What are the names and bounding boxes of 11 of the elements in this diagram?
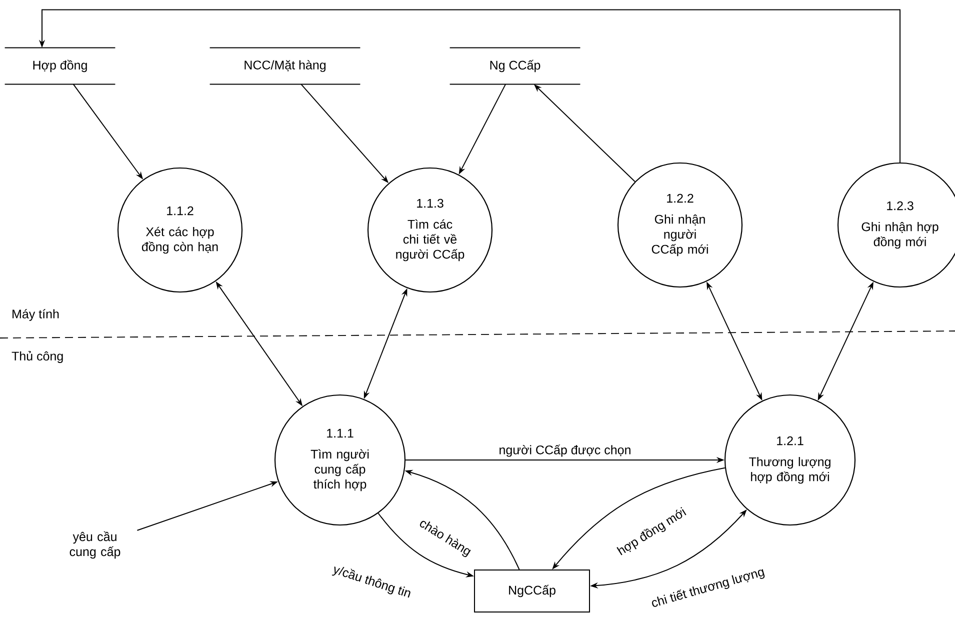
data-store: Ng CCấp (449, 47, 581, 85)
edge-label: y/cầu thông tin (332, 566, 410, 598)
edge-label: chi tiết thương lượng (652, 569, 765, 607)
data-store: Hợp đồng (4, 47, 116, 85)
edge-label: người CCấp được chọn (500, 444, 630, 457)
area-label: Thủ công (12, 351, 63, 364)
edge-label: hợp đồng mới (616, 507, 686, 556)
data-store: NCC/Mặt hàng (209, 47, 361, 85)
area-label: Máy tính (12, 309, 59, 321)
external-entity-box: NgCCấp (474, 570, 590, 612)
external-label: yêu cầu cung cấp (70, 531, 120, 559)
